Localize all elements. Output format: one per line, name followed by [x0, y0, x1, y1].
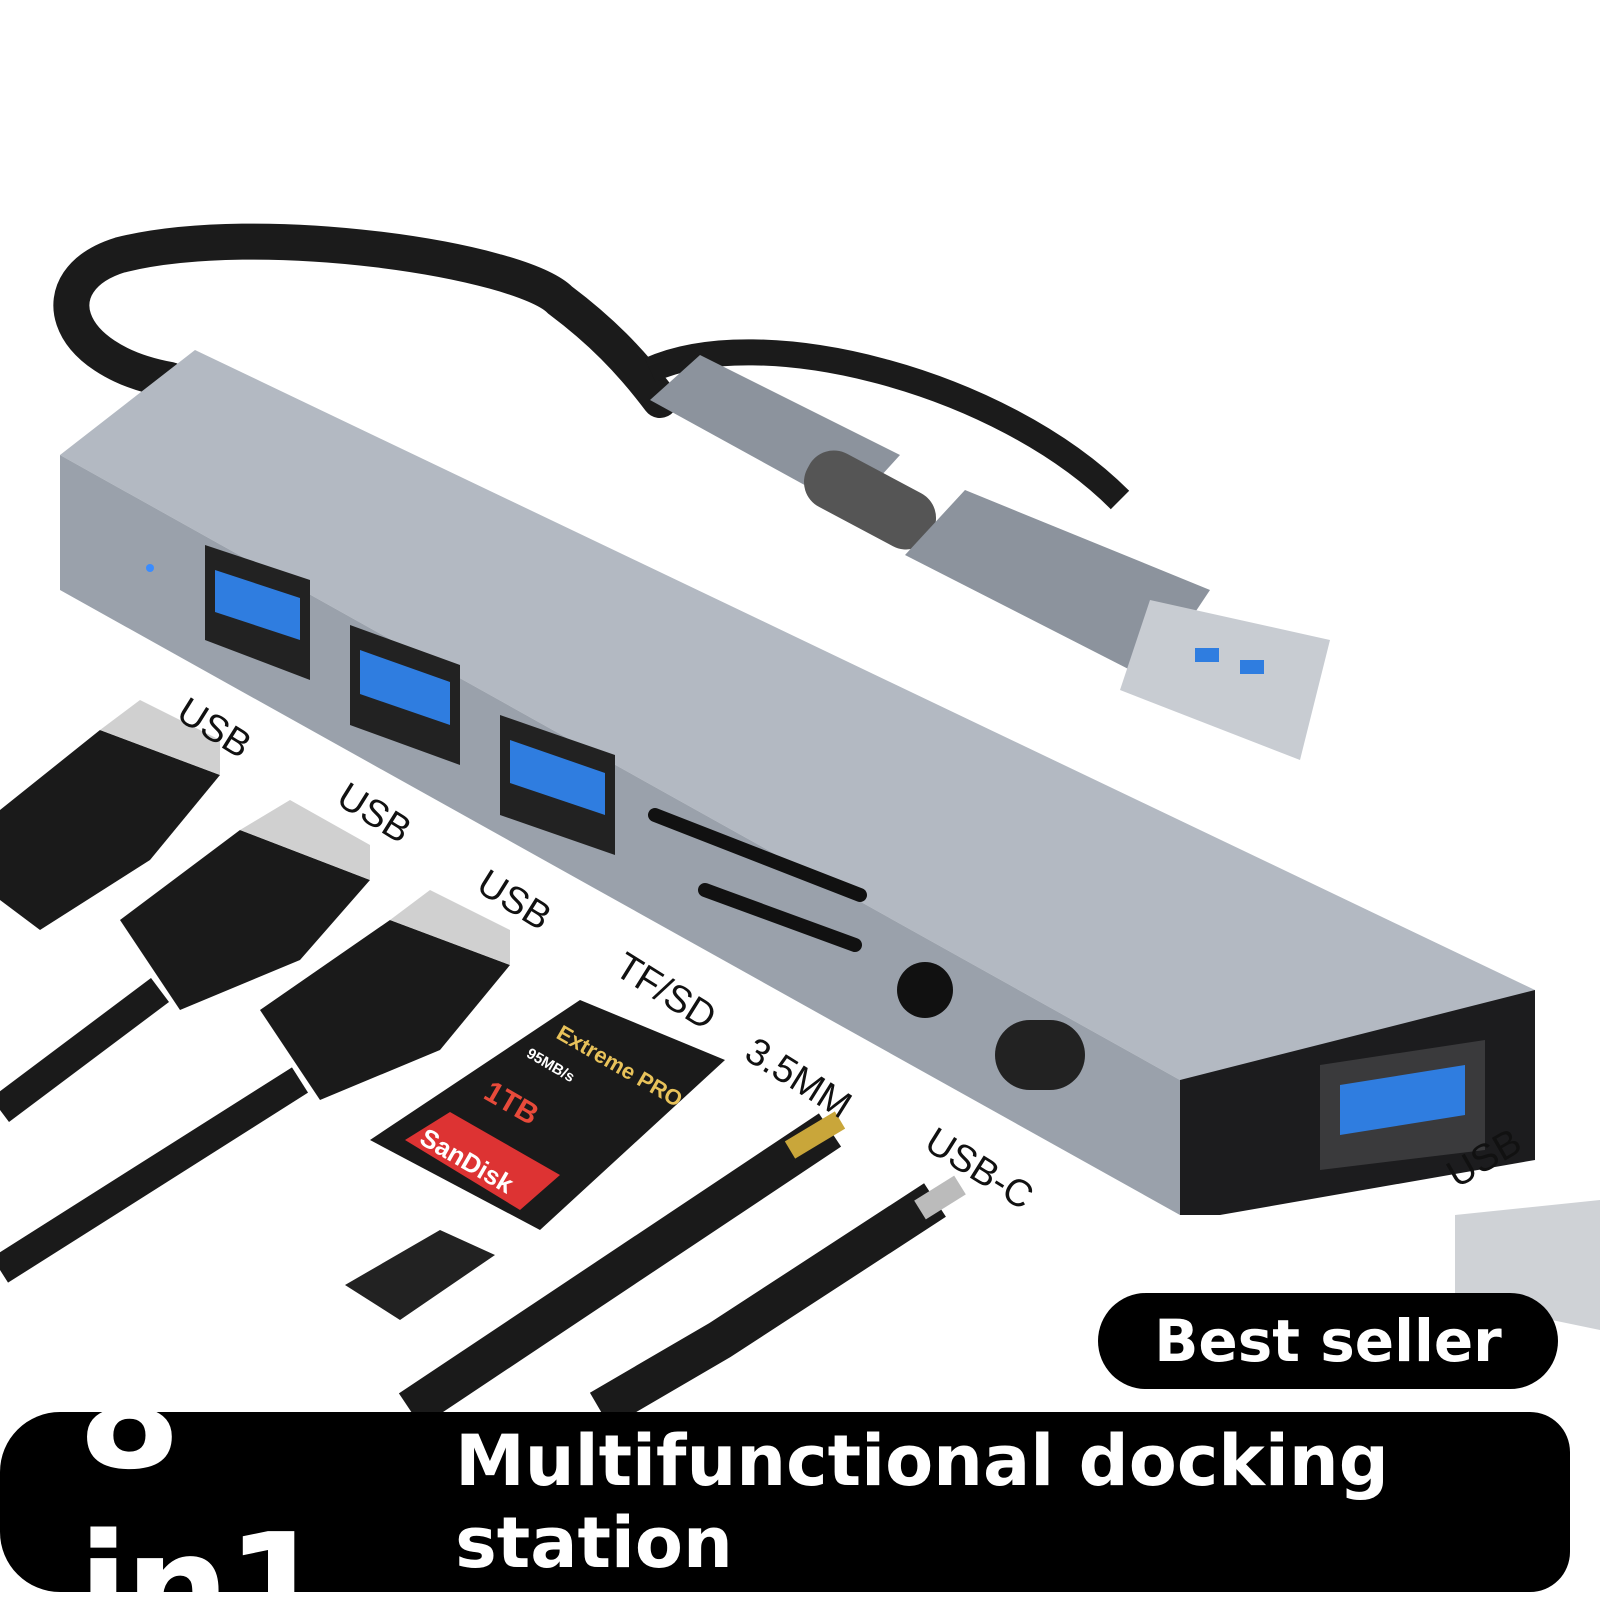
hub-body	[60, 350, 1535, 1215]
usb-c-plug	[589, 1175, 966, 1428]
usb-ports	[205, 545, 615, 855]
port-count: 8 in1	[78, 1330, 329, 1600]
led-indicator	[146, 564, 154, 572]
audio-jack-port	[897, 962, 953, 1018]
audio-plug	[398, 1111, 846, 1427]
cable	[53, 223, 678, 418]
cable-branch	[644, 339, 1130, 510]
card-slots	[648, 808, 867, 952]
best-seller-badge: Best seller	[1098, 1293, 1558, 1389]
usb-plug-2	[0, 800, 370, 1122]
sd-card	[370, 1000, 725, 1230]
usb-c-port	[995, 1020, 1085, 1090]
microsd-card	[345, 1230, 495, 1320]
usb-c-connector	[650, 355, 937, 550]
title-banner: 8 in1 Multifunctional docking station	[0, 1330, 1570, 1600]
usb-a-connector	[905, 490, 1330, 760]
banner-title: Multifunctional docking station	[455, 1420, 1389, 1584]
usb-plug-1	[0, 700, 220, 930]
usb-plug-3	[0, 890, 510, 1283]
